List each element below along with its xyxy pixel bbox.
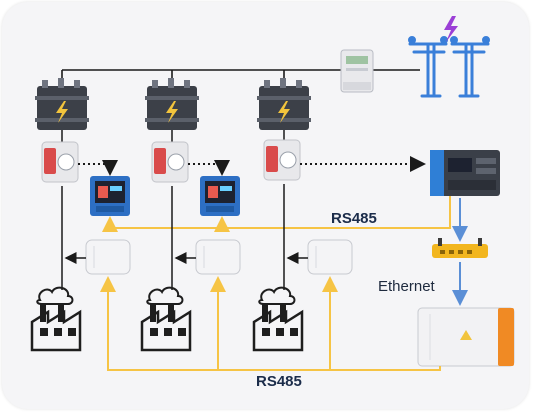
ethernet-switch-icon: [432, 238, 488, 258]
transformer-ct-links: [61, 130, 285, 142]
transformer-icon: [257, 78, 311, 130]
data-logger-icon: [430, 150, 500, 196]
power-pylon-icon: [408, 36, 490, 98]
factory-icon: [140, 286, 192, 352]
current-transformer-icon: [263, 139, 301, 181]
rs485-lower-bus: [100, 276, 441, 371]
transformer-icon: [145, 78, 199, 130]
ct-signal-lines: [78, 156, 426, 176]
pv-inverter-icon: [85, 239, 131, 275]
current-transformer-icon: [151, 141, 189, 183]
pv-inverter-icon: [307, 239, 353, 275]
power-quality-meter-icon: [90, 176, 130, 216]
ethernet-label: Ethernet: [378, 278, 435, 295]
current-transformer-icon: [41, 141, 79, 183]
rs485-upper-label: RS485: [331, 210, 377, 227]
inverter-feed-lines: [61, 184, 308, 290]
pv-inverter-icon: [195, 239, 241, 275]
factory-icon: [30, 286, 82, 352]
transformer-icon: [35, 78, 89, 130]
energy-meter-icon: [340, 49, 374, 93]
rs485-lower-label: RS485: [256, 373, 302, 390]
power-quality-meter-icon: [200, 176, 240, 216]
hybrid-inverter-icon: [417, 307, 515, 367]
lightning-icon: [444, 16, 458, 42]
rs485-upper-bus: [102, 196, 451, 232]
factory-icon: [252, 286, 304, 352]
